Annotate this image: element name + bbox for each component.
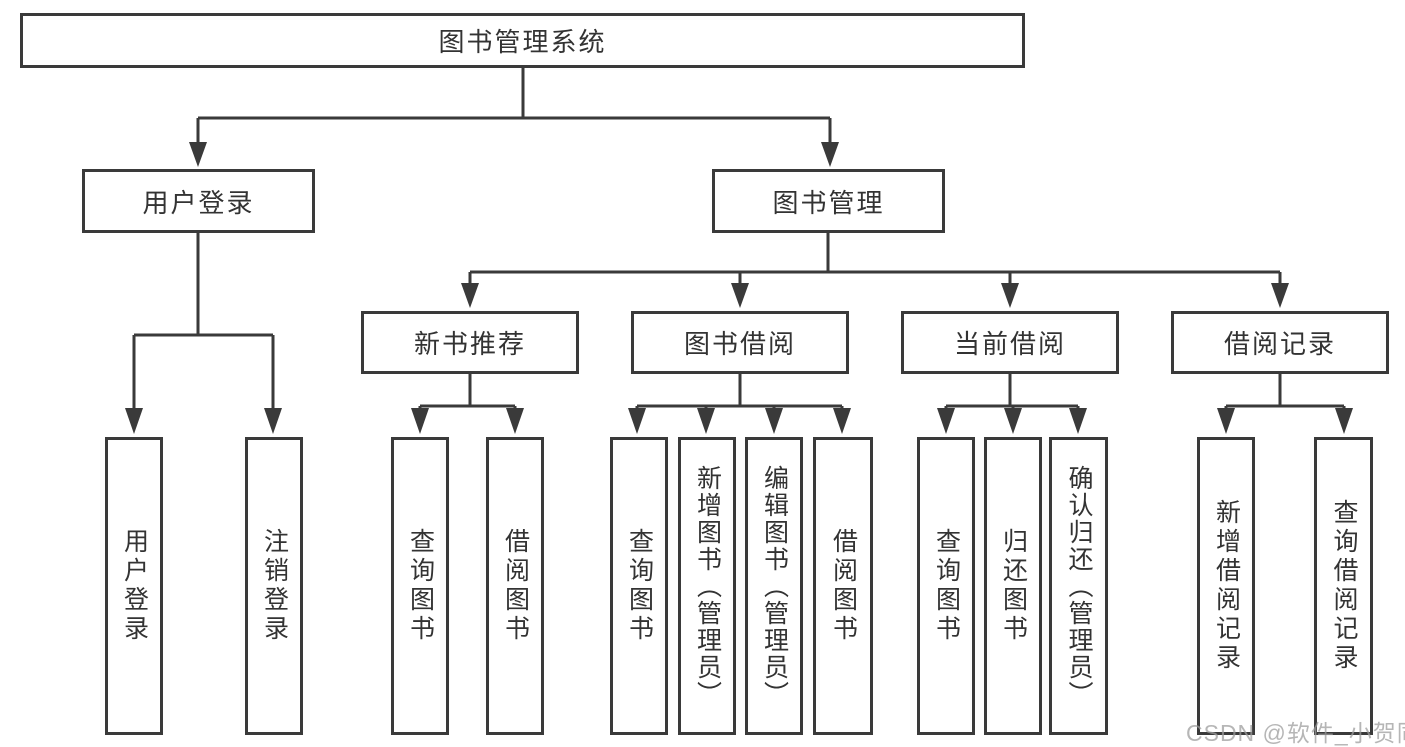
leaf-query-books-borrow: 查询图书 <box>610 437 668 735</box>
leaf-query-books-recommend: 查询图书 <box>391 437 449 735</box>
node-root: 图书管理系统 <box>20 13 1025 68</box>
leaf-add-book-admin: 新增图书（管理员） <box>678 437 736 735</box>
node-borrow-records: 借阅记录 <box>1171 311 1389 374</box>
leaf-borrow-books-recommend: 借阅图书 <box>486 437 544 735</box>
leaf-query-borrow-record: 查询借阅记录 <box>1314 437 1373 735</box>
node-book-borrow: 图书借阅 <box>631 311 849 374</box>
node-new-book-recommend: 新书推荐 <box>361 311 579 374</box>
leaf-confirm-return-admin: 确认归还（管理员） <box>1049 437 1108 735</box>
leaf-query-books-current: 查询图书 <box>917 437 975 735</box>
leaf-borrow-books: 借阅图书 <box>813 437 873 735</box>
leaf-logout: 注销登录 <box>245 437 303 735</box>
leaf-user-login: 用户登录 <box>105 437 163 735</box>
leaf-return-book: 归还图书 <box>984 437 1042 735</box>
node-current-borrow: 当前借阅 <box>901 311 1119 374</box>
leaf-add-borrow-record: 新增借阅记录 <box>1197 437 1255 735</box>
node-book-management: 图书管理 <box>712 169 945 233</box>
leaf-edit-book-admin: 编辑图书（管理员） <box>745 437 803 735</box>
watermark: CSDN @软件_小贺同学 <box>1186 720 1405 746</box>
node-user-login: 用户登录 <box>82 169 315 233</box>
